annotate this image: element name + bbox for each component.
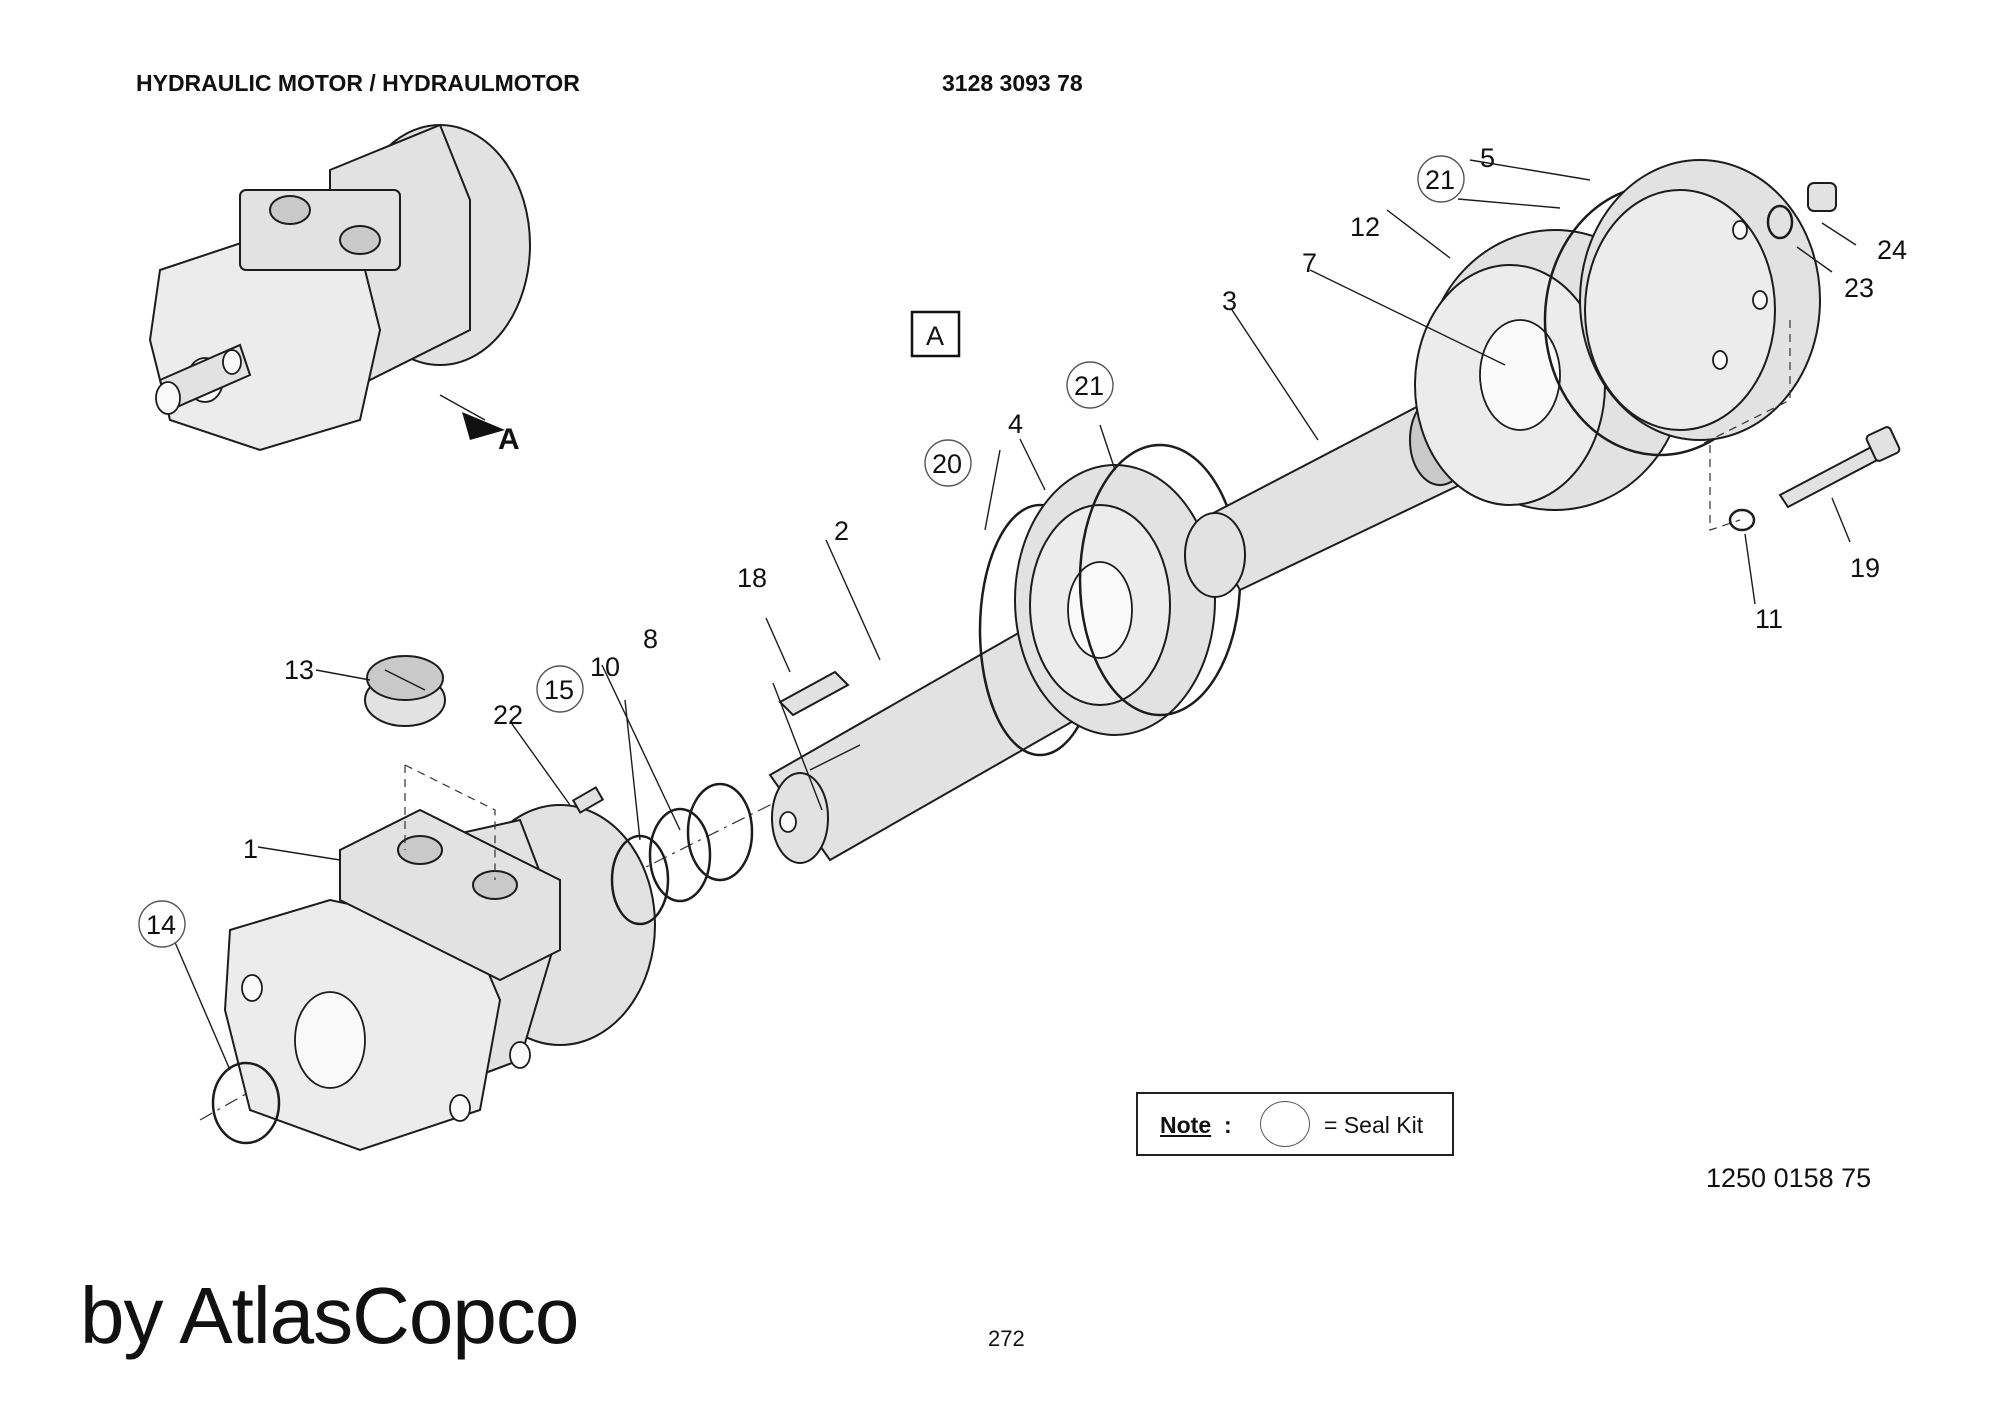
- part-18-key: [778, 670, 850, 717]
- part-number: 3128 3093 78: [942, 70, 1083, 96]
- note-legend: Note : = Seal Kit: [1136, 1092, 1454, 1156]
- view-direction-arrow-icon: [462, 412, 505, 440]
- view-arrow-label: A: [498, 423, 520, 456]
- callout-3: 3: [1222, 286, 1237, 316]
- callout-10: 10: [590, 652, 620, 682]
- brand-watermark: by AtlasCopco: [80, 1271, 579, 1360]
- part-14-seal: [211, 1061, 281, 1145]
- callout-14: 14: [146, 910, 176, 940]
- callout-11: 11: [1755, 604, 1783, 634]
- view-marker: A: [910, 310, 961, 358]
- drawing-number: 1250 0158 75: [1706, 1163, 1872, 1193]
- callout-4: 4: [1008, 409, 1023, 439]
- callout-23: 23: [1844, 273, 1874, 303]
- callout-8: 8: [643, 624, 658, 654]
- part-10-ring: [648, 807, 712, 903]
- callout-24: 24: [1877, 235, 1907, 265]
- page-number: 272: [988, 1326, 1025, 1351]
- part-8-ring: [686, 782, 754, 882]
- part-22-screw: [571, 786, 605, 814]
- part-23-washer: [1766, 204, 1794, 240]
- document-title: HYDRAULIC MOTOR / HYDRAULMOTOR: [136, 70, 580, 96]
- callout-7: 7: [1302, 248, 1317, 278]
- part-5-end-cover: [1579, 159, 1821, 441]
- note-label: Note: [1160, 1112, 1212, 1138]
- callout-18: 18: [737, 563, 767, 593]
- part-19-bolt: [1778, 426, 1901, 509]
- assembled-motor-illustration: A: [148, 123, 531, 456]
- callout-2: 2: [834, 516, 849, 546]
- part-1-housing: [223, 764, 656, 1152]
- callout-5: 5: [1480, 143, 1495, 173]
- callout-20: 20: [932, 449, 962, 479]
- seal-kit-circle-icon: [1260, 1101, 1310, 1147]
- part-13-plug: [364, 655, 446, 727]
- callout-19: 19: [1850, 553, 1880, 583]
- part-11-washer: [1728, 508, 1756, 532]
- view-marker-label: A: [926, 321, 944, 351]
- note-colon: :: [1224, 1112, 1232, 1138]
- callout-15: 15: [544, 675, 574, 705]
- callout-21-lower: 21: [1074, 371, 1104, 401]
- callout-1: 1: [243, 834, 258, 864]
- callout-13: 13: [284, 655, 314, 685]
- callout-22: 22: [493, 700, 523, 730]
- part-24-plug: [1807, 182, 1837, 212]
- note-text: = Seal Kit: [1324, 1112, 1424, 1138]
- part-4-plate: [1014, 464, 1216, 736]
- callout-21-upper: 21: [1425, 165, 1455, 195]
- callout-12: 12: [1350, 212, 1380, 242]
